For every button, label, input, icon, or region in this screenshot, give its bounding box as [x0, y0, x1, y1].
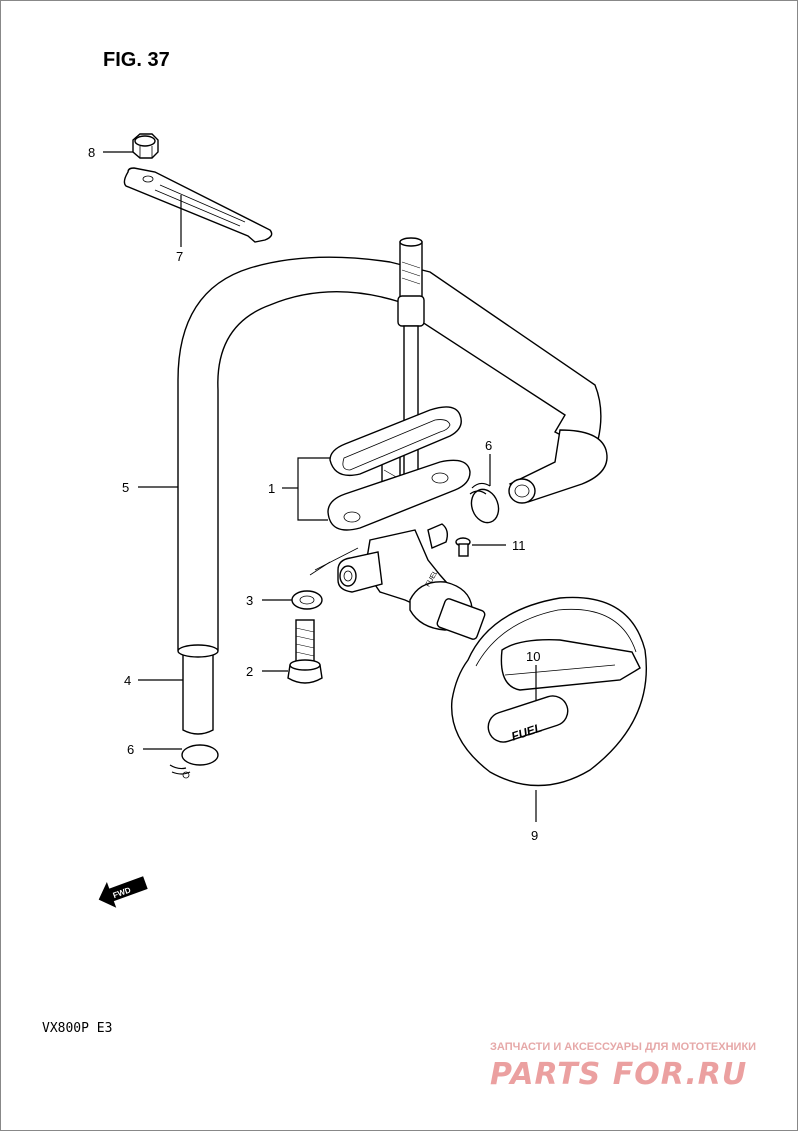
callout-8: 8: [88, 145, 95, 160]
part-valve-body: FUEL: [309, 523, 486, 640]
part-nut: [132, 133, 159, 159]
part-clamp-upper: [469, 482, 500, 524]
callout-6-lower: 6: [127, 742, 134, 757]
callout-6-upper: 6: [485, 438, 492, 453]
part-gasket: [327, 406, 471, 531]
callout-1: 1: [268, 481, 275, 496]
figure-title: FIG. 37: [103, 49, 170, 71]
callout-4: 4: [124, 673, 131, 688]
watermark-brand: PARTS FOR.RU: [490, 1057, 747, 1092]
callout-9: 9: [531, 828, 538, 843]
part-clamp-lower: [169, 744, 219, 779]
fwd-arrow: FWD: [98, 876, 148, 908]
watermark-tagline: ЗАПЧАСТИ И АКСЕССУАРЫ ДЛЯ МОТОТЕХНИКИ: [490, 1041, 756, 1053]
part-screw: [455, 537, 471, 557]
callout-11: 11: [512, 538, 526, 553]
callout-5: 5: [122, 480, 129, 495]
callout-2: 2: [246, 664, 253, 679]
part-fuel-cap: FUEL: [450, 596, 648, 787]
part-band: [123, 167, 273, 243]
model-code: VX800P E3: [42, 1021, 112, 1036]
part-bolt: [287, 619, 323, 684]
part-washer: [291, 590, 323, 610]
callouts: 8 7 1 5 6 11 3 2 4 6 10 9: [88, 145, 540, 843]
part-fuel-hose: [177, 256, 608, 735]
callout-3: 3: [246, 593, 253, 608]
callout-10: 10: [526, 649, 540, 664]
leader-lines: [103, 151, 537, 822]
callout-7: 7: [176, 249, 183, 264]
